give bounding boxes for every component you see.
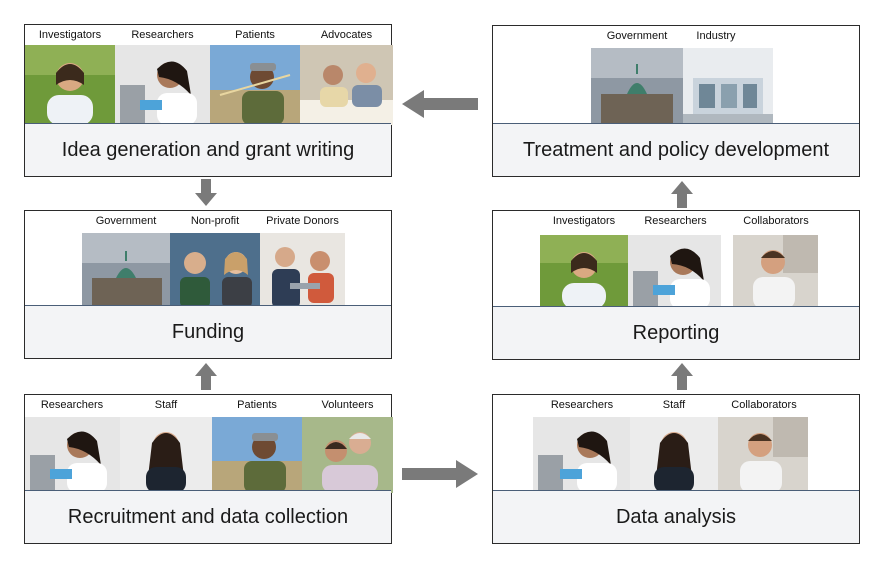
staff-photo [630,417,718,493]
researcher-photo [115,45,210,125]
group-caption: Researchers [40,399,104,411]
group-caption: Volunteers [321,399,374,411]
arrow-up [671,180,693,208]
group-caption: Non-profit [190,215,240,227]
group-caption: Investigators [552,215,616,227]
stage-recruitment: Researchers Staff Patients Volunteers Re… [24,394,393,544]
industry-photo [683,48,773,126]
advocates-photo [300,45,393,125]
group-caption: Researchers [550,399,614,411]
stage-reporting: Investigators Researchers Collaborators … [492,210,860,360]
stage-title: Idea generation and grant writing [25,123,391,176]
photo-strip: Investigators Researchers Collaborators [493,211,859,309]
photo-strip: Researchers Staff Collaborators [493,395,859,493]
stage-title: Data analysis [493,490,859,543]
photo-strip: Government Non-profit Private Donors [25,211,391,308]
investigator-photo [25,45,115,125]
group-caption: Investigators [38,29,102,41]
photo-strip: Investigators Researchers Patients Advoc… [25,25,393,125]
group-caption: Staff [154,399,178,411]
group-caption: Staff [662,399,686,411]
investigator-photo [540,235,628,309]
group-caption: Industry [696,30,736,42]
government-photo [591,48,683,126]
stage-treatment-policy: Government Industry Treatment and policy… [492,25,860,177]
stage-idea-generation: Investigators Researchers Patients Advoc… [24,24,393,177]
volunteers-photo [302,417,393,493]
stage-data-analysis: Researchers Staff Collaborators Data ana… [492,394,860,544]
group-caption: Researchers [131,29,194,41]
group-caption: Patients [235,29,275,41]
photo-strip: Researchers Staff Patients Volunteers [25,395,393,493]
patient-photo [210,45,300,125]
group-caption: Private Donors [266,215,339,227]
researcher-photo [628,235,721,309]
stage-funding: Government Non-profit Private Donors Fun… [24,210,392,359]
patient-photo [212,417,302,493]
researcher-photo [25,417,120,493]
collaborator-photo [733,235,818,309]
group-caption: Government [95,215,157,227]
collaborator-photo [718,417,808,493]
arrow-left [402,90,478,118]
stage-title: Recruitment and data collection [25,490,391,543]
staff-photo [120,417,212,493]
government-photo [82,233,170,308]
group-caption: Collaborators [731,399,797,411]
group-caption: Researchers [644,215,707,227]
stage-title: Funding [25,305,391,358]
arrow-right [402,460,478,488]
arrow-up [195,362,217,390]
private-donors-photo [260,233,345,308]
non-profit-photo [170,233,260,308]
arrow-down [195,179,217,207]
group-caption: Collaborators [743,215,809,227]
group-caption: Government [606,30,668,42]
photo-strip: Government Industry [493,26,859,126]
group-caption: Patients [237,399,277,411]
researcher-photo [533,417,630,493]
stage-title: Reporting [493,306,859,359]
arrow-up [671,362,693,390]
group-caption: Advocates [320,29,373,41]
stage-title: Treatment and policy development [493,123,859,176]
